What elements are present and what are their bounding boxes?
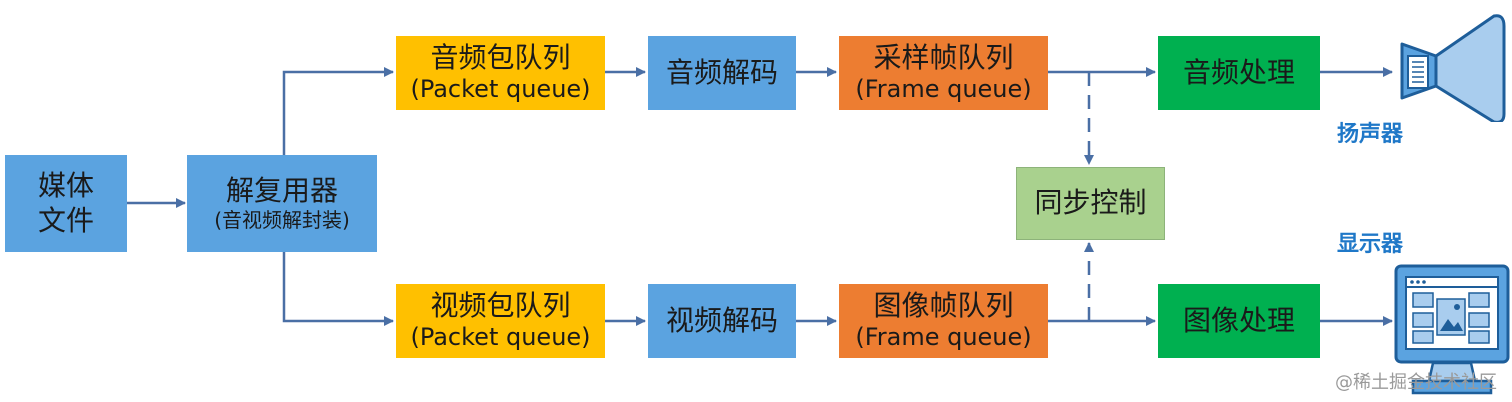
node-video-process-title: 图像处理: [1182, 303, 1295, 337]
watermark: @稀土掘金技术社区: [1335, 372, 1497, 393]
node-video-packet-queue: 视频包队列 (Packet queue): [396, 284, 605, 358]
edge-demuxer-to-video-queue: [282, 252, 394, 326]
node-video-frame-queue-subtitle: (Frame queue): [855, 323, 1032, 352]
node-demuxer: 解复用器 (音视频解封装): [187, 155, 377, 252]
node-audio-decode: 音频解码: [648, 36, 796, 110]
node-audio-process: 音频处理: [1158, 36, 1320, 110]
node-video-frame-queue: 图像帧队列 (Frame queue): [839, 284, 1048, 358]
node-audio-packet-queue: 音频包队列 (Packet queue): [396, 36, 605, 110]
node-video-packet-queue-subtitle: (Packet queue): [410, 323, 591, 352]
node-sync-control-title: 同步控制: [1034, 186, 1147, 220]
node-audio-decode-title: 音频解码: [665, 55, 778, 89]
node-audio-frame-queue-subtitle: (Frame queue): [855, 75, 1032, 104]
node-media-file-line1: 媒体: [37, 169, 94, 203]
node-media-file-line2: 文件: [37, 203, 94, 237]
speaker-label: 扬声器: [1337, 122, 1404, 147]
node-video-packet-queue-title: 视频包队列: [430, 289, 571, 323]
node-media-file: 媒体 文件: [5, 155, 127, 252]
node-video-process: 图像处理: [1158, 284, 1320, 358]
node-video-decode-title: 视频解码: [665, 303, 778, 337]
node-demuxer-title: 解复用器: [225, 174, 338, 208]
speaker-icon: [1400, 14, 1506, 122]
monitor-icon: [1394, 264, 1510, 395]
node-audio-frame-queue: 采样帧队列 (Frame queue): [839, 36, 1048, 110]
node-audio-packet-queue-title: 音频包队列: [430, 41, 571, 75]
edge-demuxer-to-audio-queue: [282, 67, 394, 155]
node-audio-packet-queue-subtitle: (Packet queue): [410, 75, 591, 104]
node-video-decode: 视频解码: [648, 284, 796, 358]
node-sync-control: 同步控制: [1016, 167, 1165, 240]
display-label: 显示器: [1337, 232, 1404, 257]
node-audio-frame-queue-title: 采样帧队列: [873, 41, 1014, 75]
node-audio-process-title: 音频处理: [1182, 55, 1295, 89]
node-video-frame-queue-title: 图像帧队列: [873, 289, 1014, 323]
node-demuxer-subtitle: (音视频解封装): [214, 208, 350, 233]
